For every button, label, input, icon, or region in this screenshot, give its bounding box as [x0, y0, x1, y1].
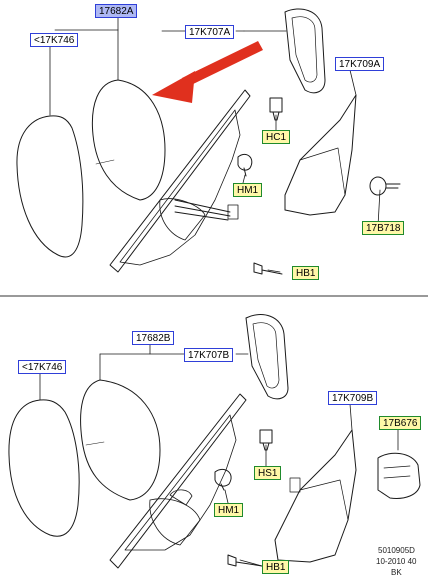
mirror-housing-top [109, 89, 251, 273]
mirror-glass-17k746-top [16, 115, 84, 258]
callout-17k709a[interactable]: 17K709A [335, 57, 385, 71]
callout-17682a[interactable]: 17682A [95, 4, 138, 18]
mirror-glass-17k746-bottom [8, 399, 80, 537]
sail-frame-bottom [245, 314, 289, 400]
mirror-glass-backing-top [91, 79, 166, 201]
cover-trim-bottom [274, 429, 357, 563]
sail-frame-top [284, 8, 326, 94]
clip-hs1-bottom [259, 429, 273, 451]
callout-hs1[interactable]: HS1 [254, 466, 282, 480]
clip-hm1-bottom [214, 468, 232, 491]
callout-17k707b[interactable]: 17K707B [184, 348, 234, 362]
footer-doc-code: 5010905D [378, 546, 415, 555]
callout-hc1[interactable]: HC1 [262, 130, 291, 144]
callout-17b676[interactable]: 17B676 [379, 416, 422, 430]
callout-hb1-bottom[interactable]: HB1 [262, 560, 290, 574]
red-arrow-indicator [152, 41, 263, 103]
clip-hc1-top [269, 97, 283, 121]
leader-lines-top [49, 16, 381, 273]
mirror-housing-bottom [109, 393, 247, 569]
callout-17k746-bottom[interactable]: <17K746 [18, 360, 67, 374]
callout-17k707a[interactable]: 17K707A [185, 25, 235, 39]
callout-hb1-top[interactable]: HB1 [292, 266, 320, 280]
wiring-harness-top [174, 199, 231, 221]
callout-17682b[interactable]: 17682B [132, 331, 175, 345]
bolt-hb1-bottom [227, 554, 263, 567]
leader-lines-bottom [39, 343, 399, 567]
callout-17b718[interactable]: 17B718 [362, 221, 405, 235]
bolt-hb1-top [253, 262, 283, 275]
callout-17k746-top[interactable]: <17K746 [30, 33, 79, 47]
callout-hm1-top[interactable]: HM1 [233, 183, 263, 197]
motor-17b718-top [369, 176, 401, 196]
footer-date: 10-2010 40 [376, 557, 417, 566]
mirror-glass-backing-bottom [80, 379, 161, 501]
clip-hm1-top [237, 153, 253, 177]
callout-17k709b[interactable]: 17K709B [328, 391, 378, 405]
motor-17b676-bottom [377, 452, 421, 499]
callout-hm1-bottom[interactable]: HM1 [214, 503, 244, 517]
cover-trim-top [284, 94, 357, 216]
footer-variant: BK [391, 568, 402, 577]
